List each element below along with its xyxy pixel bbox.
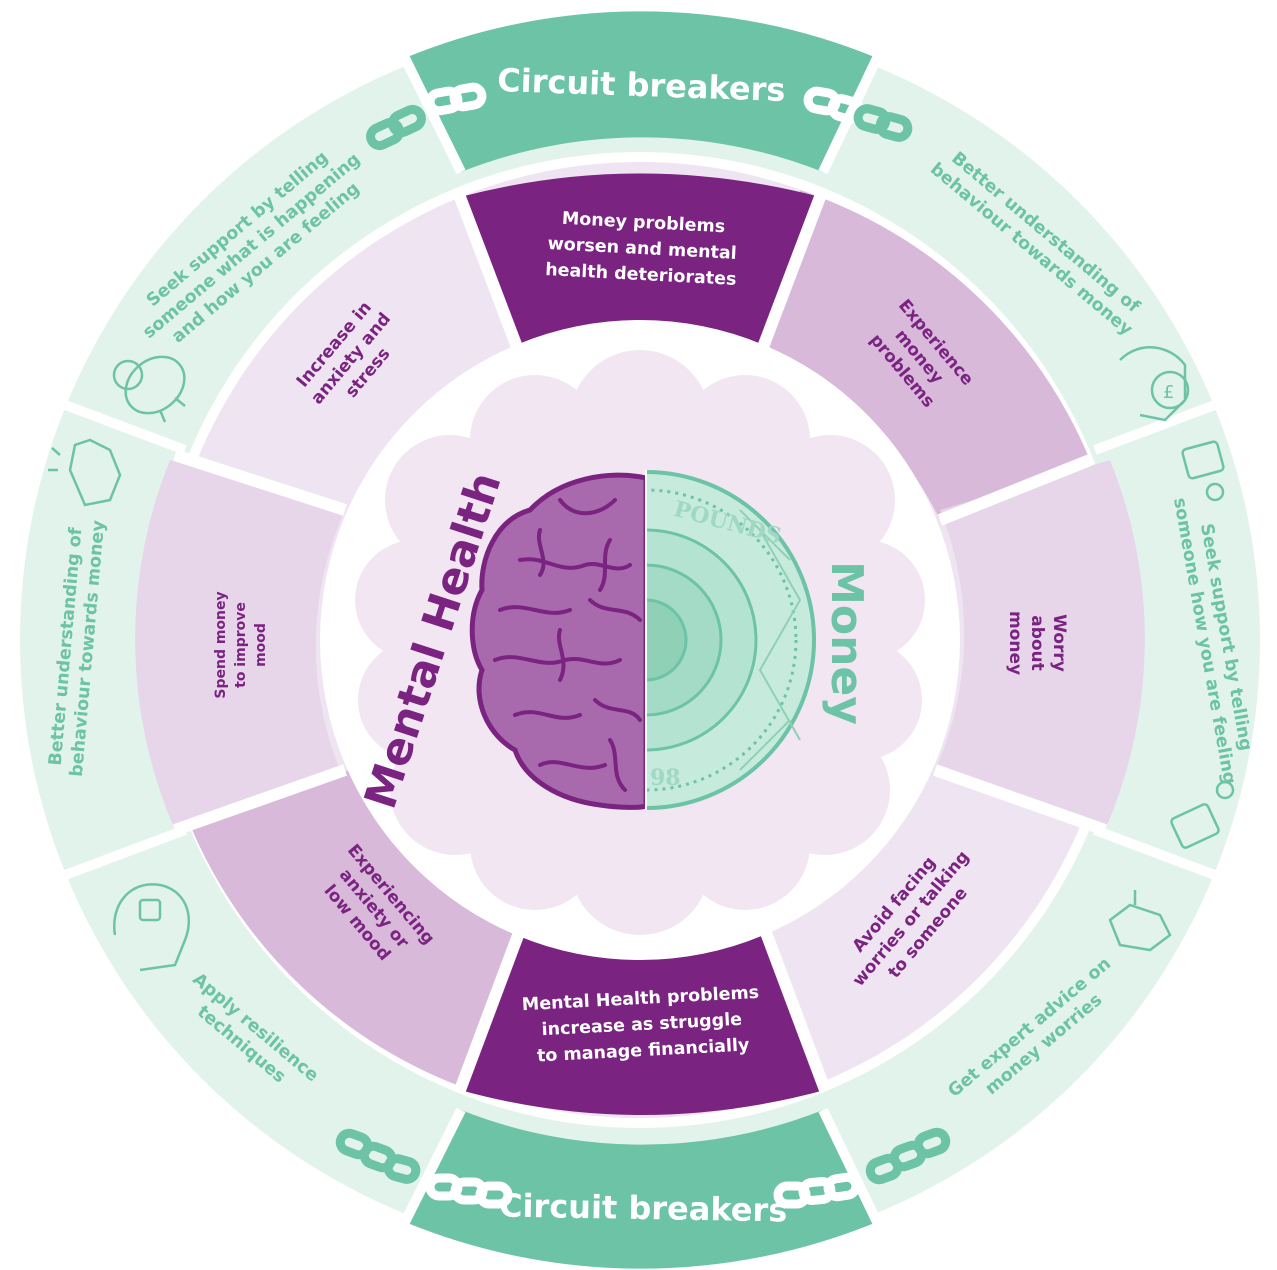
handshake-icon	[1108, 890, 1172, 952]
chat-bubbles-icon	[1170, 440, 1235, 849]
svg-text:£: £	[1163, 382, 1174, 403]
svg-text:Worry: Worry	[1049, 614, 1069, 672]
cycle-text-left: Spend money to improve mood	[213, 591, 269, 698]
cycle-segment-bottom-left	[190, 770, 525, 1090]
circuit-breaker-band-bottom	[405, 1110, 877, 1269]
svg-text:Spend money: Spend money	[213, 591, 229, 698]
puzzle-head-icon	[112, 883, 191, 972]
svg-text:about: about	[1027, 615, 1047, 671]
cycle-text-top: Money problems worsen and mental health …	[545, 209, 738, 290]
circuit-breaker-band-top	[405, 11, 877, 172]
svg-text:money: money	[1005, 611, 1025, 675]
piggy-bank-icon	[112, 355, 186, 423]
cycle-segment-right	[935, 460, 1145, 830]
money-title: Money	[821, 561, 872, 725]
cycle-dividers	[173, 194, 1107, 1093]
coin-bottom-text: 98	[650, 765, 681, 791]
outer-ring-dividers	[50, 55, 1230, 1225]
cycle-text-right: Worry about money	[1005, 611, 1069, 675]
brain-icon	[469, 472, 646, 810]
chain-icon	[425, 1172, 861, 1209]
cycle-segment-top	[460, 173, 820, 355]
cycle-segment-top-right	[760, 190, 1090, 520]
head-pound-icon: £	[1119, 346, 1190, 422]
chain-icon	[366, 104, 426, 151]
svg-text:to improve: to improve	[233, 602, 249, 688]
clapping-hands-icon	[48, 438, 122, 507]
cycle-text-bottom: Mental Health problems increase as strug…	[521, 983, 759, 1067]
svg-text:mood: mood	[253, 623, 269, 667]
coin-icon	[646, 470, 816, 810]
chain-icon	[335, 104, 951, 1185]
cycle-segment-left	[135, 460, 345, 830]
circuit-breakers-bottom-label: Circuit breakers	[499, 1186, 788, 1229]
cycle-segment-bottom	[460, 930, 825, 1115]
